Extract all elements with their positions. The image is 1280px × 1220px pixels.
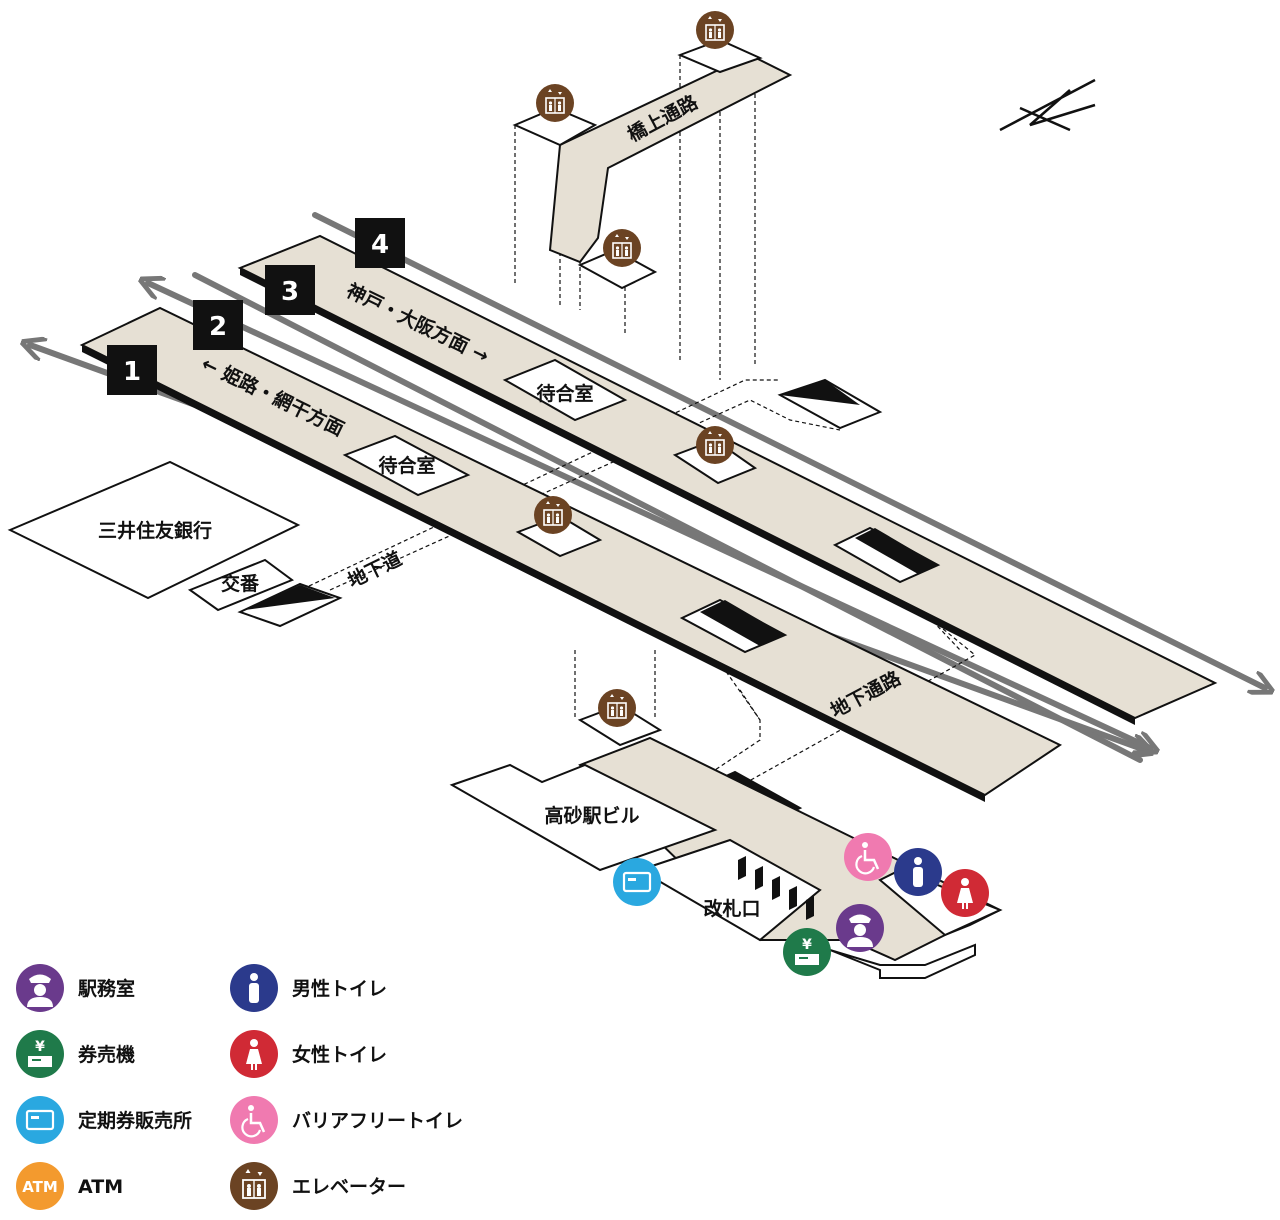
waiting-room-1-2 — [342, 434, 471, 497]
svg-text:駅務室: 駅務室 — [77, 977, 135, 1000]
svg-text:券売機: 券売機 — [77, 1043, 135, 1066]
elevator-icon — [602, 228, 642, 268]
platform-number-2: 2 — [193, 300, 243, 350]
womens-toilet-icon — [941, 869, 989, 917]
bank-building — [7, 460, 301, 600]
svg-text:4: 4 — [371, 230, 389, 260]
legend-item-station-office: 駅務室 — [16, 964, 135, 1012]
north-arrow-icon — [999, 78, 1096, 132]
svg-text:女性トイレ: 女性トイレ — [292, 1043, 387, 1066]
legend-item-accessible-toilet: バリアフリートイレ — [230, 1096, 463, 1144]
ticket-gate-label: 改札口 — [703, 897, 760, 920]
koban-building — [187, 558, 295, 612]
legend-item-elevator: エレベーター — [230, 1162, 406, 1210]
track-2 — [148, 283, 1150, 748]
underpass-label: 地下道 — [344, 547, 405, 593]
commuter-pass-office-icon — [613, 858, 661, 906]
svg-text:3: 3 — [281, 277, 299, 307]
accessible-toilet-icon — [844, 833, 892, 881]
legend-item-womens-toilet: 女性トイレ — [230, 1030, 387, 1078]
svg-text:1: 1 — [123, 357, 141, 387]
track-3 — [192, 272, 1143, 763]
station-building-label: 高砂駅ビル — [544, 804, 639, 827]
svg-text:男性トイレ: 男性トイレ — [292, 977, 387, 1000]
ticket-machine-icon: ¥ — [783, 928, 831, 976]
legend-item-commuter-pass-office: 定期券販売所 — [16, 1096, 192, 1144]
svg-text:ATM: ATM — [78, 1176, 123, 1198]
elevator-icon — [695, 10, 735, 50]
svg-text:定期券販売所: 定期券販売所 — [78, 1109, 192, 1132]
bank-label: 三井住友銀行 — [98, 519, 212, 542]
waiting-room-3-4 — [502, 358, 628, 422]
svg-text:ATM: ATM — [22, 1178, 58, 1196]
elevator-icon — [597, 688, 637, 728]
svg-text:2: 2 — [209, 312, 227, 342]
platform-number-1: 1 — [107, 345, 157, 395]
svg-text:エレベーター: エレベーター — [292, 1176, 406, 1198]
svg-text:¥: ¥ — [802, 937, 812, 953]
waiting-room-label-1: 待合室 — [536, 382, 593, 405]
legend-item-ticket-machine: ¥ 券売機 — [16, 1030, 135, 1078]
svg-text:バリアフリートイレ: バリアフリートイレ — [292, 1110, 463, 1132]
platform-number-4: 4 — [355, 218, 405, 268]
legend-item-atm: ATM ATM — [16, 1162, 123, 1210]
overpass — [548, 53, 793, 264]
elevator-icon — [533, 495, 573, 535]
station-building — [449, 763, 718, 872]
mens-toilet-icon — [894, 848, 942, 896]
waiting-room-label-2: 待合室 — [378, 454, 435, 477]
svg-text:¥: ¥ — [35, 1039, 45, 1055]
track-4 — [312, 212, 1265, 688]
koban-label: 交番 — [221, 572, 260, 595]
platform-number-3: 3 — [265, 265, 315, 315]
legend: 駅務室 ¥ 券売機 定期券販売所 ATM ATM 男性トイレ — [16, 964, 463, 1210]
ticket-gate-area — [637, 838, 822, 942]
ticket-gates — [738, 856, 814, 920]
elevator-icon — [535, 83, 575, 123]
station-office-icon — [836, 904, 884, 952]
legend-item-mens-toilet: 男性トイレ — [230, 964, 387, 1012]
elevator-icon — [695, 425, 735, 465]
